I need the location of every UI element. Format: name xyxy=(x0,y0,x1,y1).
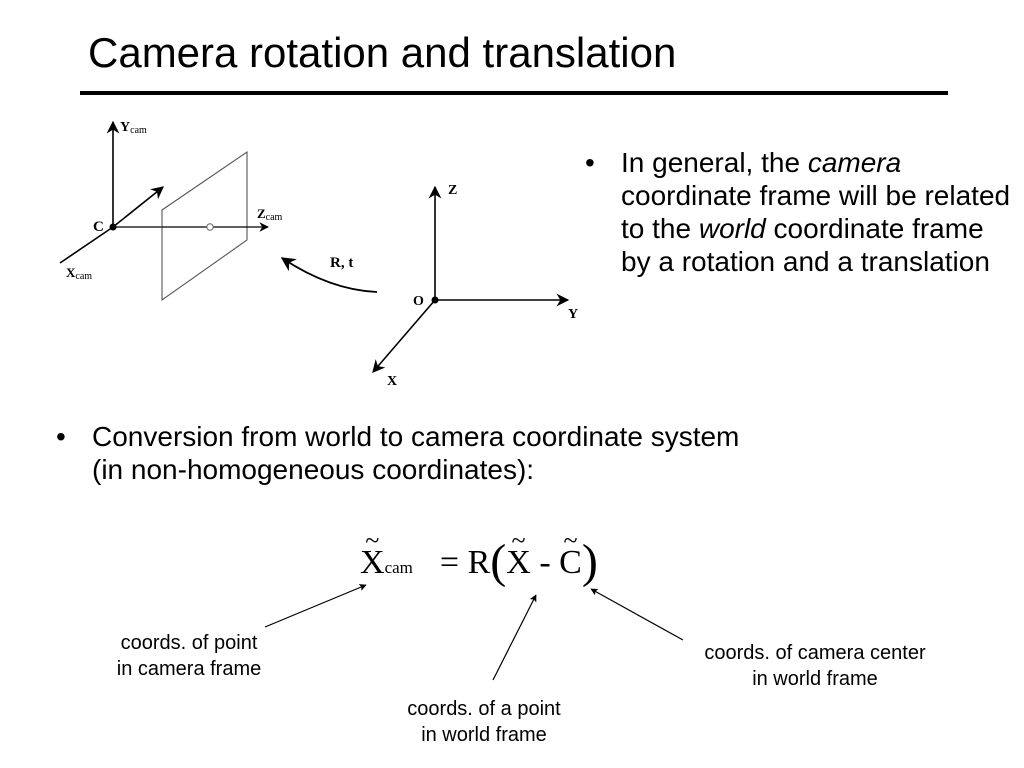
slide-title: Camera rotation and translation xyxy=(88,29,677,76)
annotation-line: in world frame xyxy=(752,668,878,690)
transform-label: R, t xyxy=(330,255,353,271)
tilde-mark: ~ xyxy=(511,526,526,555)
minus-sign: - xyxy=(539,544,551,581)
world-x-label: X xyxy=(387,374,397,389)
camera-x-axis xyxy=(59,226,114,264)
camera-center-c-tilde: ~C xyxy=(559,526,582,582)
world-origin-dot xyxy=(431,296,439,304)
title-underline xyxy=(80,91,948,95)
principal-point xyxy=(206,223,214,231)
open-paren: ( xyxy=(490,535,507,588)
annotation-line: coords. of point xyxy=(120,632,258,654)
center-symbol: C xyxy=(559,544,582,581)
camera-frame: Ycam Zcam Xcam C xyxy=(59,120,283,302)
annotation-line: coords. of camera center xyxy=(704,642,926,664)
bullet-line: Conversion from world to camera coordina… xyxy=(92,421,740,452)
close-paren: ) xyxy=(581,535,598,588)
tilde-mark: ~ xyxy=(365,526,380,555)
bullet-marker: • xyxy=(585,147,595,178)
annotation-line: in world frame xyxy=(421,724,547,746)
world-origin-label: O xyxy=(413,294,424,309)
annotation-line: coords. of a point xyxy=(407,698,561,720)
annotation-line: in camera frame xyxy=(116,658,262,680)
lhs-subscript: cam xyxy=(384,558,413,577)
rotation-symbol: R xyxy=(467,544,491,581)
bullet-emphasis-world: world xyxy=(698,213,766,245)
annotation-camera-center: coords. of camera center in world frame xyxy=(662,640,968,692)
camera-forward-axis xyxy=(112,186,164,228)
annotation-world-point: coords. of a point in world frame xyxy=(372,696,596,748)
pointer-world-point xyxy=(492,594,537,681)
world-point-x-tilde: ~X xyxy=(506,526,531,582)
bullet-camera-world-relation: • In general, the camera coordinate fram… xyxy=(585,146,1011,278)
bullet-conversion: • Conversion from world to camera coordi… xyxy=(56,420,952,486)
equals-sign: = xyxy=(439,544,460,581)
point-symbol: X xyxy=(506,544,531,581)
tilde-mark: ~ xyxy=(563,526,578,555)
bullet-text: coordinate frame by a rotation and a tra… xyxy=(621,213,990,278)
camera-x-label: Xcam xyxy=(66,265,92,282)
world-x-axis xyxy=(372,299,436,373)
camera-z-label: Zcam xyxy=(257,206,283,223)
camera-y-label: Ycam xyxy=(120,120,147,136)
pointer-camera-point xyxy=(264,584,367,628)
world-y-label: Y xyxy=(568,307,578,322)
bullet-text: In general, the xyxy=(621,147,808,178)
camera-center-dot xyxy=(109,223,117,231)
annotation-camera-point: coords. of point in camera frame xyxy=(84,630,294,682)
lhs-symbol: X xyxy=(360,544,385,581)
camera-center-label: C xyxy=(93,219,104,235)
image-plane xyxy=(161,150,248,302)
bullet-text: coordinate frame will be related to the xyxy=(621,180,1011,245)
world-z-label: Z xyxy=(448,183,457,198)
bullet-marker: • xyxy=(56,421,66,452)
bullet-line: (in non-homogeneous coordinates): xyxy=(92,454,535,486)
conversion-equation: ~Xcam = R(~X - ~C) xyxy=(360,526,598,589)
lhs-x-tilde: ~X xyxy=(360,526,385,582)
bullet-emphasis-camera: camera xyxy=(807,147,902,178)
pointer-camera-center xyxy=(590,588,684,641)
world-frame: Z Y X O xyxy=(372,183,578,389)
transform-arrow xyxy=(280,257,378,293)
